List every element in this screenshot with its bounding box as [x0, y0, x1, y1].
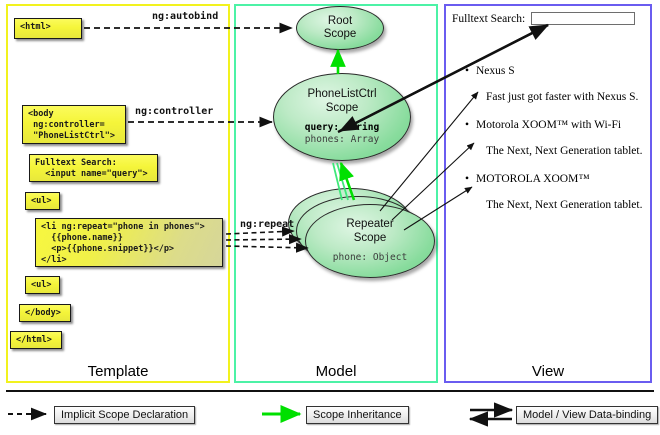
bullet-icon: •: [465, 65, 470, 77]
connector-label-ng-repeat: ng:repeat: [240, 219, 295, 230]
legend-label-implicit-scope-declaration: Implicit Scope Declaration: [54, 406, 196, 424]
code-box-ul-close: <ul>: [25, 276, 60, 294]
scope-phonelistctrl: PhoneListCtrl Scope query: String phones…: [273, 73, 411, 161]
column-title-template: Template: [87, 363, 149, 380]
scope-var-query: query: String: [305, 122, 379, 134]
code-box-ul-open: <ul>: [25, 192, 60, 210]
scope-repeater: Repeater Scope phone: Object: [305, 204, 435, 278]
scope-var-phones: phones: Array: [305, 134, 379, 146]
fulltext-search-input[interactable]: [531, 12, 636, 25]
scope-repeater-title-line-2: Scope: [353, 231, 387, 244]
phone-snippet: The Next, Next Generation tablet.: [486, 145, 643, 157]
scope-phonelistctrl-title-line-2: Scope: [325, 101, 359, 114]
list-item: • MOTOROLA XOOM™: [465, 173, 646, 185]
scope-root: Root Scope: [296, 6, 384, 50]
view-search-label: Fulltext Search:: [452, 12, 526, 25]
legend-separator: [6, 390, 654, 392]
scope-root-title-line-1: Root: [327, 14, 353, 27]
legend-label-scope-inheritance: Scope Inheritance: [306, 406, 409, 424]
scope-var-query-type: String: [344, 121, 380, 133]
scope-var-query-name: query:: [304, 121, 340, 133]
connector-label-ng-controller: ng:controller: [135, 106, 214, 117]
view-content: Fulltext Search: • Nexus S Fast just got…: [452, 12, 646, 211]
scope-var-phone-name: phone:: [332, 251, 368, 263]
scope-phonelistctrl-title-line-1: PhoneListCtrl: [307, 88, 377, 101]
list-item: • Motorola XOOM™ with Wi-Fi: [465, 119, 646, 131]
code-box-li-ng-repeat: <li ng:repeat="phone in phones"> {{phone…: [35, 218, 223, 267]
code-box-html-close: </html>: [10, 331, 62, 349]
scope-var-phone: phone: Object: [333, 252, 407, 264]
connector-label-ng-autobind: ng:autobind: [152, 11, 219, 22]
code-box-body-close: </body>: [19, 304, 71, 322]
code-box-html-open: <html>: [14, 18, 82, 39]
phone-snippet: The Next, Next Generation tablet.: [486, 199, 643, 211]
scope-var-phone-type: Object: [372, 251, 408, 263]
code-box-body-open: <body ng:controller= "PhoneListCtrl">: [22, 105, 126, 144]
scope-var-phones-type: Array: [350, 133, 380, 145]
column-title-model: Model: [315, 363, 357, 380]
phone-name: Nexus S: [476, 65, 515, 77]
scope-repeater-title-line-1: Repeater: [346, 218, 394, 231]
legend-label-model-view-data-binding: Model / View Data-binding: [516, 406, 659, 424]
column-title-view: View: [531, 363, 565, 380]
phone-name: Motorola XOOM™ with Wi-Fi: [476, 119, 622, 131]
code-box-fulltext-search: Fulltext Search: <input name="query">: [29, 154, 158, 182]
phone-snippet: Fast just got faster with Nexus S.: [486, 91, 639, 103]
bullet-icon: •: [465, 119, 470, 131]
view-search-row: Fulltext Search:: [452, 12, 646, 25]
phone-list: • Nexus S Fast just got faster with Nexu…: [452, 65, 646, 211]
bullet-icon: •: [465, 173, 470, 185]
scope-var-phones-name: phones:: [304, 133, 345, 145]
phone-name: MOTOROLA XOOM™: [476, 173, 590, 185]
scope-root-title-line-2: Scope: [323, 28, 357, 40]
list-item: • Nexus S: [465, 65, 646, 77]
